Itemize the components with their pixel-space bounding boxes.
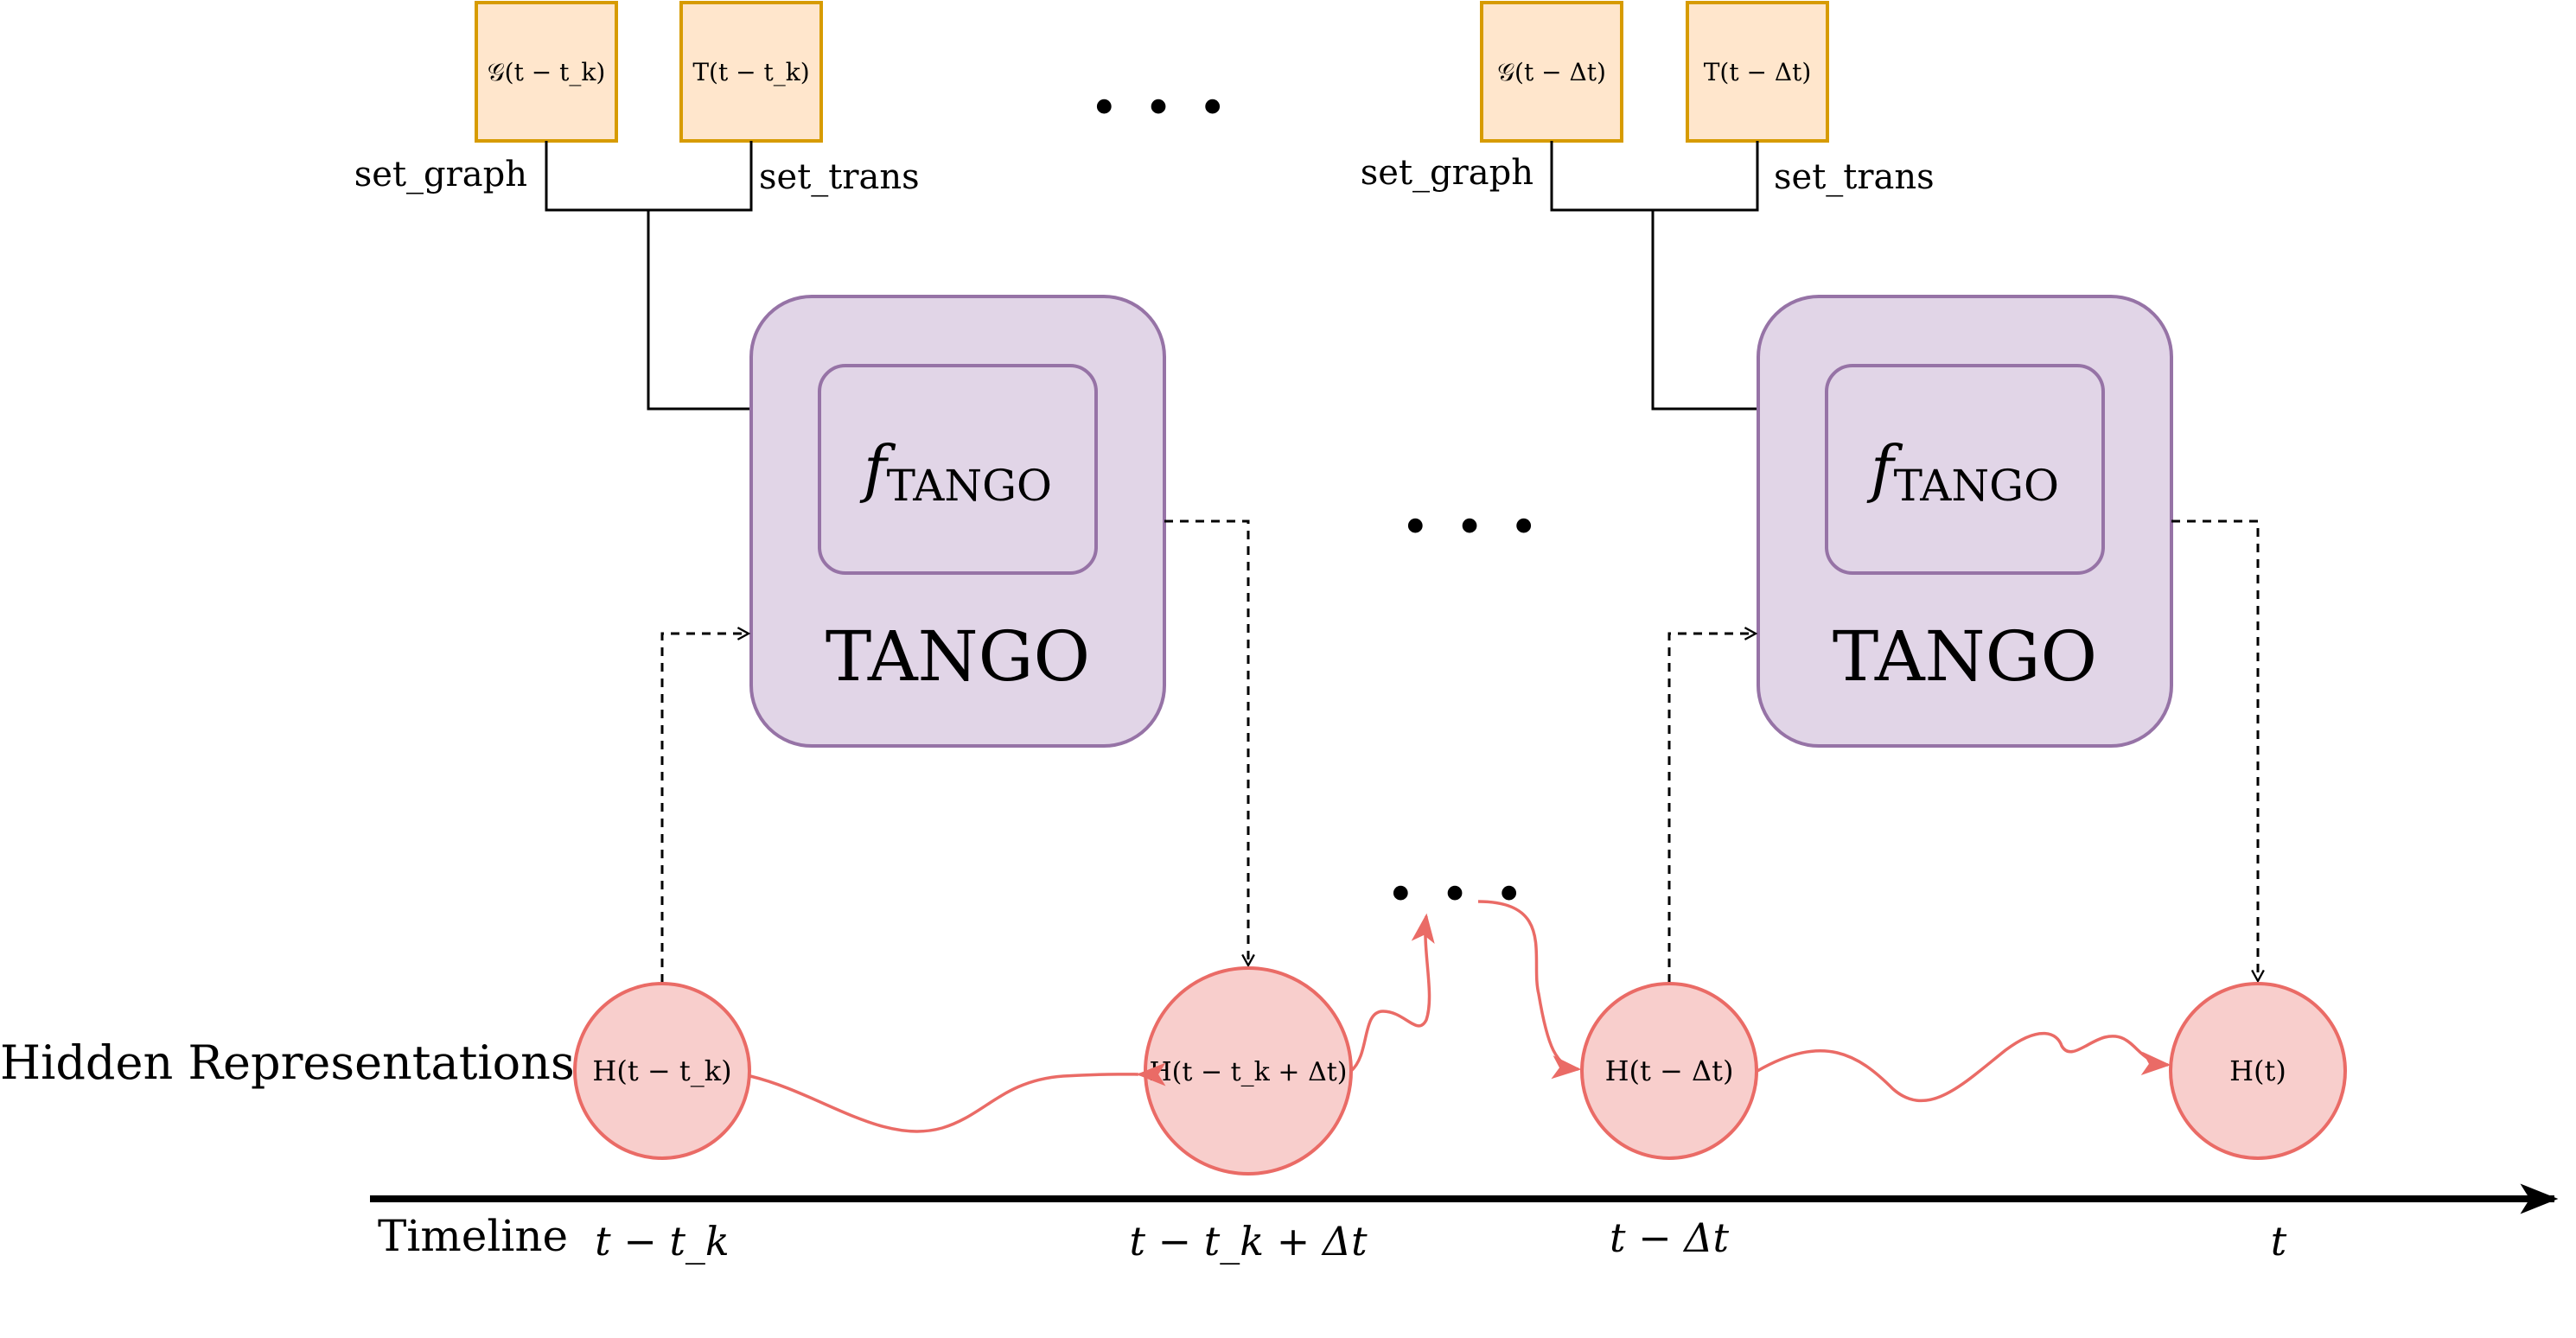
timeline-tick-1: t − t_k xyxy=(595,1218,730,1265)
ellipsis-middle: . . . xyxy=(1402,459,1538,551)
f-tango-inner-box-right xyxy=(1825,364,2105,575)
trans-input-label-right: T(t − Δt) xyxy=(1704,58,1812,86)
ellipsis-top: . . . xyxy=(1091,40,1227,131)
graph-input-label-left: 𝒢(t − t_k) xyxy=(488,58,606,86)
set-graph-label-right: set_graph xyxy=(1361,153,1533,193)
hidden-representations-label: Hidden Representations xyxy=(0,1035,575,1090)
dashed-arrow-node1-to-block-left xyxy=(660,634,749,983)
dashed-arrow-node3-to-block-right xyxy=(1667,634,1756,983)
input-connector-left xyxy=(545,141,753,411)
trans-input-label-left: T(t − t_k) xyxy=(692,58,809,86)
hidden-node-1 xyxy=(573,982,751,1160)
dashed-arrow-block-left-to-node2 xyxy=(1164,519,1248,965)
set-trans-label-right: set_trans xyxy=(1774,157,1935,197)
hidden-node-1-label: H(t − t_k) xyxy=(592,1054,731,1087)
trans-input-box-right xyxy=(1686,1,1829,143)
transition-arrow-ellipsis-to-3 xyxy=(1477,900,1582,1080)
hidden-node-3 xyxy=(1580,982,1758,1160)
hidden-node-4-label: H(t) xyxy=(2229,1054,2286,1087)
hidden-node-2-label: H(t − t_k + Δt) xyxy=(1150,1057,1348,1087)
set-trans-label-left: set_trans xyxy=(759,157,920,197)
timeline-label: Timeline xyxy=(378,1211,568,1261)
hidden-node-3-label: H(t − Δt) xyxy=(1605,1054,1734,1087)
graph-input-label-right: 𝒢(t − Δt) xyxy=(1497,58,1606,86)
input-connector-right xyxy=(1550,141,1759,411)
f-tango-label-left: fTANGO xyxy=(859,432,1052,511)
transition-arrow-2-to-ellipsis xyxy=(1349,913,1435,1073)
tango-title-left: TANGO xyxy=(826,616,1090,697)
timeline-tick-4: t xyxy=(2271,1218,2287,1265)
timeline-tick-3: t − Δt xyxy=(1610,1214,1729,1261)
transition-arrow-1-to-2 xyxy=(749,1062,1166,1133)
timeline-tick-2: t − t_k + Δt xyxy=(1129,1218,1368,1265)
f-tango-inner-box-left xyxy=(818,364,1098,575)
trans-input-box-left xyxy=(679,1,823,143)
transition-arrow-3-to-4 xyxy=(1757,1031,2171,1103)
graph-input-box-left xyxy=(475,1,618,143)
f-tango-label-right: fTANGO xyxy=(1866,432,2059,511)
set-graph-label-left: set_graph xyxy=(354,155,527,194)
tango-title-right: TANGO xyxy=(1833,616,2097,697)
dashed-arrow-block-right-to-node4 xyxy=(2171,519,2258,981)
